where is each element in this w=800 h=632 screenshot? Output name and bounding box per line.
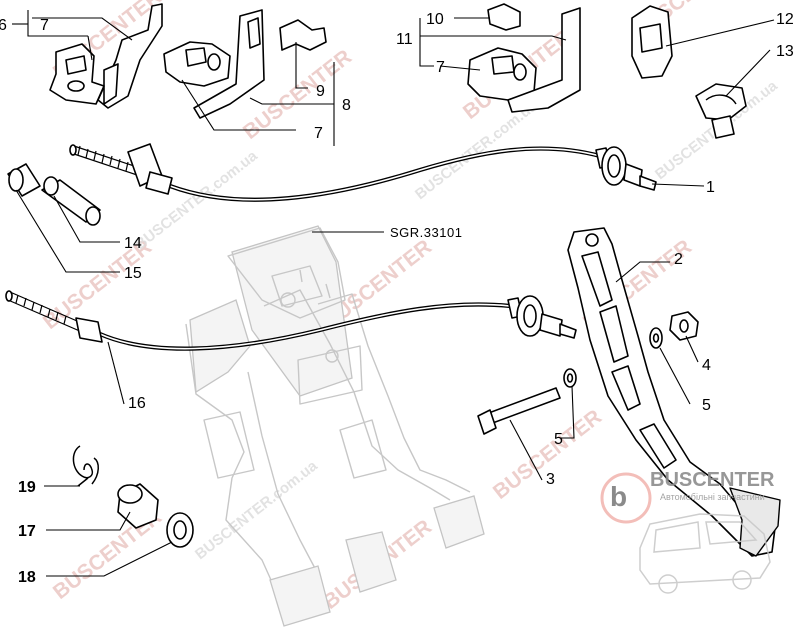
watermark-logo: b BUSCENTER Автомобільні запчастини bbox=[600, 469, 775, 594]
callout-8: 8 bbox=[342, 97, 351, 114]
logo-letter-b: b bbox=[610, 481, 627, 512]
callout-17: 17 bbox=[18, 523, 36, 540]
washer-18 bbox=[166, 512, 194, 548]
callout-14: 14 bbox=[124, 235, 142, 252]
clip-7-center bbox=[163, 41, 231, 87]
washer-upper bbox=[649, 327, 663, 349]
callout-7: 7 bbox=[40, 17, 49, 34]
callout-16: 16 bbox=[128, 395, 146, 412]
sleeve-14 bbox=[41, 176, 101, 226]
bushing-15 bbox=[7, 163, 41, 197]
leader-lines bbox=[12, 10, 775, 577]
watermark-text: BUSCENTER bbox=[489, 405, 606, 504]
callout-10: 10 bbox=[426, 11, 444, 28]
callout-13: 13 bbox=[776, 43, 794, 60]
accelerator-cable-upper bbox=[69, 143, 657, 202]
reference-code: SGR.33101 bbox=[390, 225, 462, 240]
pedal-lever bbox=[567, 227, 781, 557]
nut bbox=[669, 311, 699, 341]
callout-labels: 6 7 9 8 7 10 11 7 12 13 1 14 15 SGR.3310… bbox=[0, 11, 794, 586]
callout-2: 2 bbox=[674, 251, 683, 268]
callout-19: 19 bbox=[18, 479, 36, 496]
callout-9: 9 bbox=[316, 83, 325, 100]
clip-12 bbox=[631, 5, 673, 79]
callout-15: 15 bbox=[124, 265, 142, 282]
callout-7: 7 bbox=[436, 59, 445, 76]
callout-5: 5 bbox=[702, 397, 711, 414]
callout-7: 7 bbox=[314, 125, 323, 142]
clip-10 bbox=[487, 3, 521, 31]
pedal-assembly-ghost bbox=[185, 225, 485, 627]
clip-9 bbox=[279, 19, 327, 51]
logo-brand: BUSCENTER bbox=[650, 469, 775, 491]
callout-3: 3 bbox=[546, 471, 555, 488]
callout-6: 6 bbox=[0, 17, 7, 34]
van-icon bbox=[639, 513, 771, 594]
bracket-11 bbox=[507, 7, 581, 113]
spring-clip-19 bbox=[72, 445, 99, 487]
pivot-bolt bbox=[477, 368, 577, 435]
clip-13 bbox=[695, 83, 747, 139]
callout-4: 4 bbox=[702, 357, 711, 374]
callout-12: 12 bbox=[776, 11, 794, 28]
callout-11: 11 bbox=[396, 31, 413, 48]
callout-1: 1 bbox=[706, 179, 715, 196]
clutch-cable-lower bbox=[5, 290, 577, 351]
clip-7-left bbox=[49, 43, 105, 105]
callout-18: 18 bbox=[18, 569, 36, 586]
watermark-site: BUSCENTER.com.ua bbox=[192, 457, 321, 563]
logo-subtitle: Автомобільні запчастини bbox=[660, 492, 765, 502]
callout-5: 5 bbox=[554, 431, 563, 448]
clip-7-right bbox=[467, 47, 537, 101]
bracket-8 bbox=[193, 9, 265, 119]
bushing-17 bbox=[117, 483, 159, 529]
